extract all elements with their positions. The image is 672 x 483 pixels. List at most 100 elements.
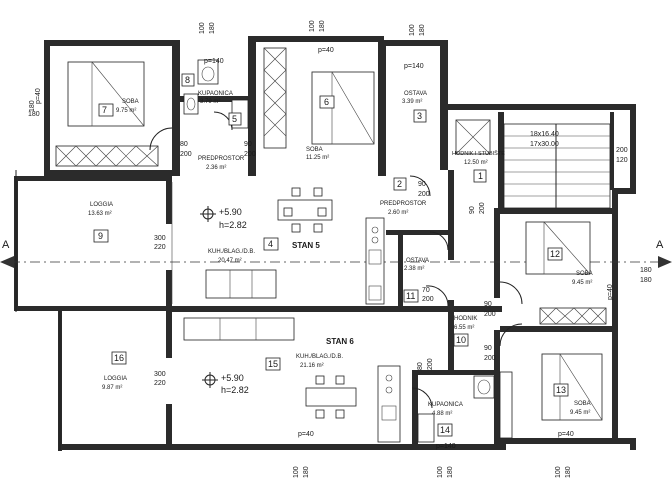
dim-parapet-15: p=40 (298, 431, 314, 438)
dim-door-2a: 90 (418, 181, 426, 188)
svg-text:HODNIK I STUBIŠTE: HODNIK I STUBIŠTE (452, 150, 505, 157)
room-5: 5 PREDPROSTOR 2.36 m² (198, 112, 245, 171)
wardrobe-icon (55, 145, 159, 167)
svg-text:6.55 m²: 6.55 m² (454, 325, 474, 331)
bed-icon (67, 61, 145, 127)
dim-window-15b: 180 (303, 466, 310, 478)
svg-text:PREDPROSTOR: PREDPROSTOR (198, 156, 245, 162)
dim-door-5c: 90 (244, 141, 252, 148)
room-12: 12 SOBA 9.45 m² (547, 247, 593, 286)
dim-window-stair-a: 200 (616, 147, 628, 154)
svg-text:3.39 m²: 3.39 m² (402, 99, 422, 105)
toilet-icon (473, 375, 495, 399)
dim-window-2a: 100 (309, 20, 316, 32)
svg-text:LOGGIA: LOGGIA (104, 376, 127, 382)
svg-text:SOBA: SOBA (306, 147, 323, 153)
svg-text:3: 3 (417, 111, 422, 121)
svg-text:OSTAVA: OSTAVA (406, 258, 429, 264)
section-marker-left: A (2, 239, 10, 251)
stairs-line-1: 18x16.40 (530, 131, 559, 138)
door-swing-icon (149, 127, 173, 151)
dim-door-16b: 220 (154, 380, 166, 387)
svg-text:KUPAONICA: KUPAONICA (428, 402, 463, 408)
wardrobe-icon (539, 307, 607, 325)
room-2: 2 PREDPROSTOR 2.60 m² (380, 177, 427, 216)
svg-text:10: 10 (456, 335, 466, 345)
room-9: 9 LOGGIA 13.63 m² (88, 202, 113, 243)
dim-door-14a: 80 (417, 362, 424, 370)
stairs-line-2: 17x30.00 (530, 141, 559, 148)
door-swing-icon (213, 111, 233, 131)
wardrobe-icon (263, 47, 287, 149)
svg-text:20.47 m²: 20.47 m² (218, 258, 242, 264)
dim-parapet-13: p=40 (558, 431, 574, 438)
dim-window-7a: 180 (29, 100, 36, 112)
svg-text:SOBA: SOBA (576, 271, 593, 277)
svg-text:OSTAVA: OSTAVA (404, 91, 427, 97)
svg-text:15: 15 (268, 359, 278, 369)
section-arrow-right-icon (658, 256, 672, 268)
dim-parapet-3: p=140 (404, 63, 424, 70)
door-swing-icon (425, 285, 449, 307)
sofa-icon (183, 317, 295, 341)
dim-door-5a: 80 (180, 141, 188, 148)
stan-5-level: +5.90 (219, 207, 242, 217)
dim-parapet-7: p=40 (35, 88, 42, 104)
dim-window-1a: 100 (199, 22, 206, 34)
dim-door-10a: 90 (484, 301, 492, 308)
dim-door-2b: 200 (418, 191, 430, 198)
svg-text:16: 16 (114, 353, 124, 363)
svg-text:4.88 m²: 4.88 m² (432, 411, 452, 417)
svg-text:7: 7 (102, 105, 107, 115)
dim-parapet-12: p=40 (607, 284, 614, 300)
dim-door-14b: 200 (427, 358, 434, 370)
svg-text:HODNIK: HODNIK (454, 316, 477, 322)
stan-6-level: +5.90 (221, 373, 244, 383)
bathtub-icon (417, 413, 435, 443)
furniture (55, 47, 611, 443)
room-7: 7 SOBA 9.75 m² (98, 99, 139, 117)
dim-door-9b: 220 (154, 244, 166, 251)
room-3: 3 OSTAVA 3.39 m² (402, 91, 427, 123)
svg-text:12.50 m²: 12.50 m² (464, 160, 488, 166)
room-1: 1 HODNIK I STUBIŠTE 12.50 m² (452, 150, 505, 183)
dim-window-2b: 180 (319, 20, 326, 32)
dim-door-16a: 300 (154, 371, 166, 378)
svg-text:4: 4 (268, 239, 273, 249)
sink-icon (183, 93, 199, 115)
dim-parapet-8: p=140 (204, 58, 224, 65)
svg-text:SOBA: SOBA (574, 401, 591, 407)
dim-window-7b: 180 (28, 111, 40, 118)
kitchen-counter-icon (365, 217, 385, 305)
dim-window-15a: 100 (293, 466, 300, 478)
door-swing-icon (499, 323, 523, 347)
dim-door-5d: 200 (244, 151, 256, 158)
room-14: 14 KUPAONICA 4.88 m² (428, 402, 463, 437)
svg-text:LOGGIA: LOGGIA (90, 202, 113, 208)
door-swing-icon (411, 387, 433, 409)
svg-text:8: 8 (185, 75, 190, 85)
svg-text:11: 11 (406, 291, 415, 301)
room-10: 10 HODNIK 6.55 m² (453, 316, 477, 347)
doors (149, 111, 523, 409)
dim-door-11b: 200 (422, 296, 434, 303)
dim-parapet-6: p=40 (318, 47, 334, 54)
dim-window-13b: 180 (565, 466, 572, 478)
svg-text:PREDPROSTOR: PREDPROSTOR (380, 201, 427, 207)
svg-text:KUH./BLAG./D.B.: KUH./BLAG./D.B. (208, 249, 255, 255)
apartment-name-stan-5: STAN 5 (292, 241, 320, 250)
svg-text:9.45 m²: 9.45 m² (572, 280, 592, 286)
svg-text:KUH./BLAG./D.B.: KUH./BLAG./D.B. (296, 354, 343, 360)
svg-text:13.63 m²: 13.63 m² (88, 211, 112, 217)
svg-text:5: 5 (232, 114, 237, 124)
svg-text:KUPAONICA: KUPAONICA (198, 91, 233, 97)
dim-parapet-14: p=140 (436, 443, 456, 450)
svg-text:13: 13 (556, 385, 566, 395)
svg-text:2.38 m²: 2.38 m² (404, 266, 424, 272)
dim-window-12b: 180 (640, 277, 652, 284)
dim-door-1b: 200 (479, 202, 486, 214)
room-labels: 7 SOBA 9.75 m² 8 KUPAONICA 3.79 m² 5 PRE… (88, 73, 593, 437)
svg-text:12: 12 (550, 249, 560, 259)
kitchen-counter-icon (377, 365, 401, 443)
dim-door-5b: 200 (180, 151, 192, 158)
